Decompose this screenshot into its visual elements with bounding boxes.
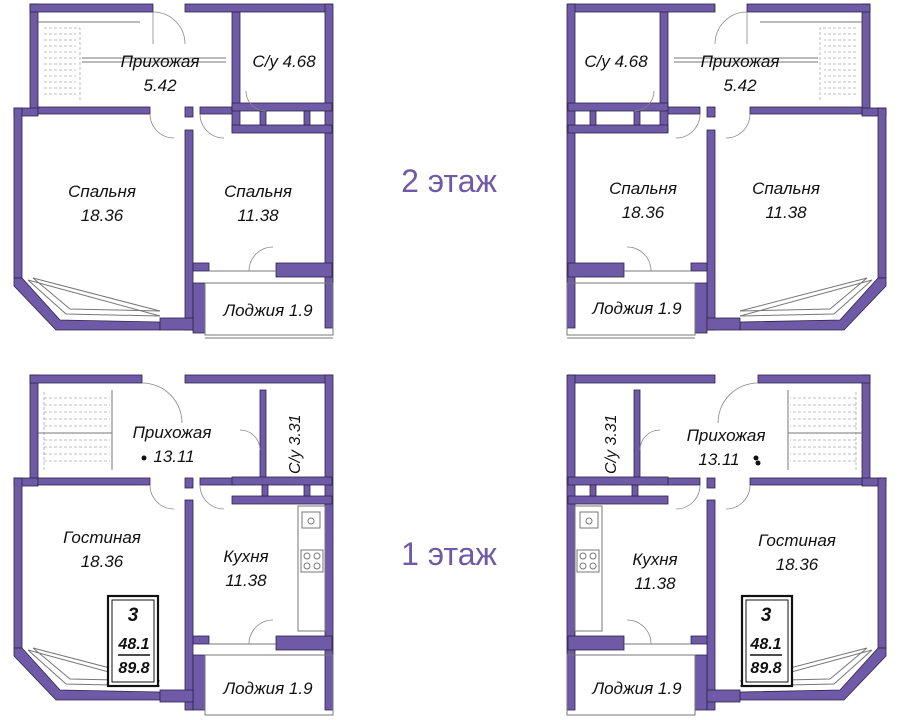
br-area-total: 89.8 <box>750 660 781 677</box>
br-rooms-count: 3 <box>761 605 772 626</box>
tl-bedroom-b-area: 11.38 <box>237 206 279 225</box>
bl-bath-label: С/у 3.31 <box>287 414 304 474</box>
br-hall-label: Прихожая <box>687 426 766 445</box>
tl-bedroom-a-label: Спальня <box>68 182 136 201</box>
br-hall-dot <box>755 460 761 466</box>
br-kitchen-label: Кухня <box>632 550 677 569</box>
bl-area-total: 89.8 <box>118 660 149 677</box>
bl-kitchen-area: 11.38 <box>225 571 267 590</box>
br-kitchen-area: 11.38 <box>634 574 676 593</box>
tr-bedroom-b-area: 11.38 <box>765 203 807 222</box>
bl-living-total: 48.1 <box>117 636 149 653</box>
bl-loggia-label: Лоджия 1.9 <box>222 679 313 698</box>
tl-hall-area: 5.42 <box>143 76 177 95</box>
bl-hall-area: 13.11 <box>153 447 194 466</box>
bl-living-label: Гостиная <box>63 528 141 547</box>
tl-loggia-label: Лоджия 1.9 <box>222 301 313 320</box>
tl-bedroom-a-area: 18.36 <box>81 206 124 225</box>
bl-living-area: 18.36 <box>81 552 124 571</box>
br-living-area: 18.36 <box>776 555 819 574</box>
br-hall-area: 13.11 <box>698 450 739 469</box>
floor-label-1: 1 этаж <box>401 536 497 572</box>
tr-bath-label: С/у 4.68 <box>584 52 648 71</box>
tl-bath-label: С/у 4.68 <box>252 52 316 71</box>
tr-loggia-label: Лоджия 1.9 <box>591 299 682 318</box>
br-living-total: 48.1 <box>749 636 781 653</box>
br-bath-label: С/у 3.31 <box>603 414 620 474</box>
bl-hall-label: Прихожая <box>133 423 212 442</box>
bl-rooms-count: 3 <box>128 605 139 626</box>
tl-hall-label: Прихожая <box>121 52 200 71</box>
br-living-label: Гостиная <box>758 531 836 550</box>
tl-bedroom-b-label: Спальня <box>224 182 292 201</box>
tr-hall-label: Прихожая <box>701 52 780 71</box>
br-loggia-label: Лоджия 1.9 <box>591 679 682 698</box>
tr-bedroom-a-label: Спальня <box>609 179 677 198</box>
tr-bedroom-a-area: 18.36 <box>622 203 665 222</box>
tr-hall-area: 5.42 <box>723 76 757 95</box>
bl-kitchen-label: Кухня <box>223 547 268 566</box>
floor-label-2: 2 этаж <box>401 163 497 199</box>
tr-bedroom-b-label: Спальня <box>752 179 820 198</box>
